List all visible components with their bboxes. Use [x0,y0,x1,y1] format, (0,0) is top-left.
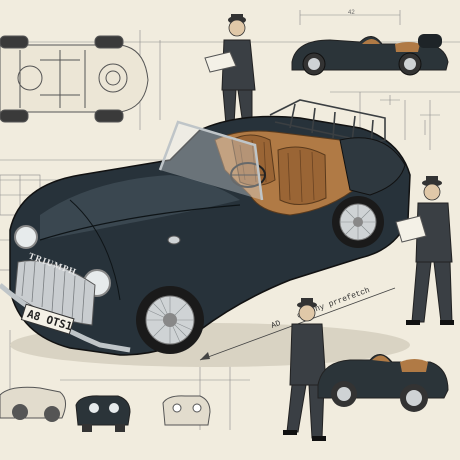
chassis-plan-view [0,35,149,123]
side-view-sketch-top [291,34,449,76]
bottom-left-sketches [0,386,211,432]
arrow-label-left: AD [270,319,282,331]
man-reading-blueprint [204,14,256,128]
man-walking [283,298,327,441]
dimension-label: 42 [348,10,355,16]
man-with-clipboard [395,176,454,325]
side-view-sketch-bottom [317,354,449,412]
main-roadster: TRIUMPH A8 OTS1 [0,99,411,367]
